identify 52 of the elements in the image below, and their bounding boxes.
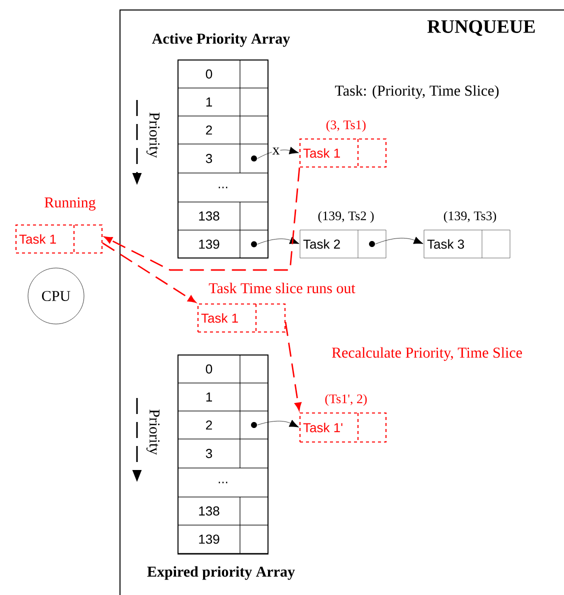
pointer-cell	[240, 496, 268, 526]
task-box: (139, Ts2 ) Task 2	[300, 211, 386, 258]
array-cell: 0	[178, 354, 240, 384]
pointer-cell	[240, 525, 268, 554]
node-label: (Ts1', 2)	[325, 394, 367, 406]
node-label: Expired priority Array	[147, 566, 295, 580]
label-text: Priority	[146, 410, 160, 455]
pointer-cell	[240, 438, 268, 468]
node-label: Running	[44, 197, 96, 211]
array-cell: ...	[178, 172, 268, 202]
arrow	[257, 146, 299, 159]
arrow	[257, 420, 299, 428]
pointer-cell	[240, 88, 268, 116]
node-label: (139, Ts2 )	[318, 211, 374, 223]
array-cell: 139	[178, 230, 240, 258]
arrow	[102, 242, 196, 303]
array-cell: 138	[178, 202, 240, 230]
pointer-cell	[240, 116, 268, 144]
node-label: (139, Ts3)	[444, 211, 496, 223]
arrow	[104, 168, 300, 271]
edge-label: Recalculate Priority, Time Slice	[332, 347, 522, 361]
array-cell: 138	[178, 496, 240, 526]
label-text: Task: (Priority, Time Slice)	[335, 85, 499, 99]
task-box: (Ts1', 2) Task 1'	[299, 394, 387, 443]
pointer-cell	[240, 410, 268, 440]
array-cell: 2	[178, 116, 240, 144]
pointer-cell	[240, 60, 268, 88]
node-label: (3, Ts1)	[326, 120, 366, 132]
array-cell: 0	[178, 60, 240, 88]
array-cell: 1	[178, 88, 240, 116]
node-label: Active Priority Array	[152, 33, 290, 47]
array-cell: ...	[178, 468, 268, 498]
edge-label: x	[272, 147, 280, 155]
pointer-cell	[240, 382, 268, 412]
pointer-cell	[240, 202, 268, 230]
task-box: (3, Ts1) Task 1	[299, 120, 387, 168]
array-cell: 3	[178, 144, 240, 174]
array-cell: 3	[178, 438, 240, 468]
pointer-cell	[240, 230, 268, 258]
task-box: Running Task 1	[15, 197, 103, 254]
pointer-cell	[240, 144, 268, 174]
arrow	[284, 322, 302, 410]
arrow	[375, 236, 424, 244]
label-text: Priority	[146, 112, 160, 158]
array-cell: 1	[178, 382, 240, 412]
arrow	[257, 236, 300, 244]
pointer-cell	[240, 354, 268, 384]
array-cell: 139	[178, 525, 240, 554]
edge-label: Task Time slice runs out	[208, 282, 356, 294]
task-box: (139, Ts3) Task 3	[424, 211, 510, 258]
array-cell: 2	[178, 410, 240, 440]
task-box: Task 1	[197, 303, 286, 333]
